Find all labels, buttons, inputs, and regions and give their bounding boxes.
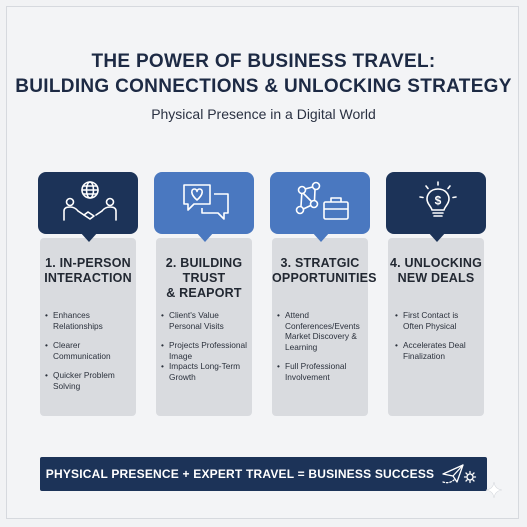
bullet-list: •First Contact is Often Physical •Accele… [394,310,486,370]
list-item: •Quicker Problem Solving [45,370,115,391]
column-heading: 2. BUILDING TRUST & REAPORT [165,256,243,300]
footer-banner: PHYSICAL PRESENCE + EXPERT TRAVEL = BUSI… [40,457,487,491]
bullet-list: •Attend Conferences/Events Market Discov… [276,310,368,391]
list-item: •Full Professional [277,361,347,371]
bullet-list: •Enhances Relationships •Clearer Communi… [44,310,136,400]
icon-tile [386,172,486,234]
title-line-1: THE POWER OF BUSINESS TRAVEL: [91,51,436,72]
svg-text:$: $ [435,194,442,208]
column-card [156,238,252,416]
subtitle: Physical Presence in a Digital World [151,106,376,122]
lightbulb-dollar-icon: $ [419,181,457,217]
column-heading: 4. UNLOCKING NEW DEALS [390,256,482,285]
column-card [40,238,136,416]
sparkle-icon [486,482,502,498]
column-card [272,238,368,416]
title-line-2: BUILDING CONNECTIONS & UNLOCKING STRATEG… [15,76,512,97]
icon-tile [154,172,254,234]
list-item: Finalization [403,350,445,361]
list-item: •Impacts Long-Term Growth [161,361,241,382]
list-item: Market Discovery & Learning [285,331,357,352]
column-heading: 1. IN-PERSON INTERACTION [44,256,132,285]
list-item: •Enhances Relationships [45,310,103,331]
list-item: •First Contact is [395,310,459,320]
list-item: •Client's Value [161,310,219,320]
column-card [388,238,484,416]
bullet-list: •Client's Value Personal Visits •Project… [160,310,252,391]
globe-handshake-icon [63,181,117,221]
tile-pointer [196,232,214,242]
list-item: Personal Visits [169,320,224,331]
tile-pointer [312,232,330,242]
icon-tile [270,172,370,234]
list-item: •Accelerates Deal [395,340,466,350]
network-briefcase-icon [295,181,349,220]
column-heading: 3. STRATGIC OPPORTUNITIES [272,256,377,285]
list-item: •Attend Conferences/Events [277,310,360,331]
list-item: Involvement [285,371,330,382]
list-item: Often Physical [403,320,457,331]
list-item: •Clearer Communication [45,340,111,361]
paper-plane-gear-icon [442,464,477,484]
list-item: •Projects Professional Image [161,340,247,361]
tile-pointer [80,232,98,242]
chat-bubbles-heart-icon [183,184,229,220]
banner-text: PHYSICAL PRESENCE + EXPERT TRAVEL = BUSI… [45,467,435,481]
tile-pointer [428,232,446,242]
